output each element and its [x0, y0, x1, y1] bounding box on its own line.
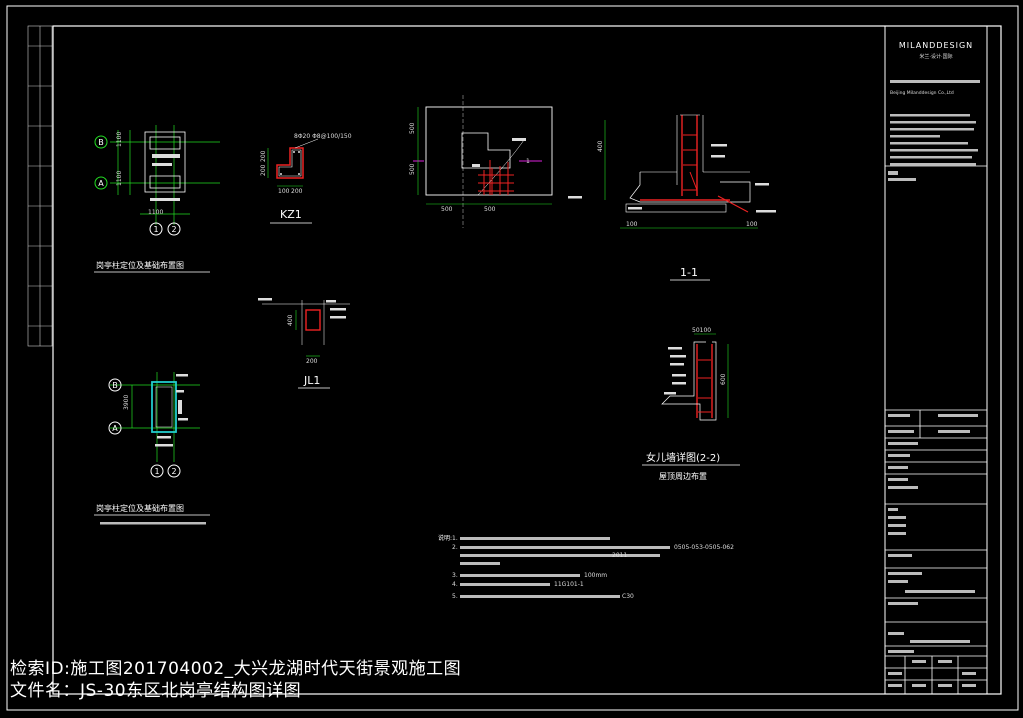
- plan-b-caption: 岗亭柱定位及基础布置图: [96, 503, 184, 513]
- kz1-drawing: 8Φ20 Φ8@100/150 200 200 100 200 KZ1: [260, 133, 352, 224]
- kz1-note: 8Φ20 Φ8@100/150: [294, 133, 352, 140]
- parapet-drawing: 50100 600 女儿墙详图(2-2) 屋顶周边布置: [642, 327, 740, 481]
- section-1-1-drawing: 400 100 100 1-1: [568, 114, 776, 281]
- kz1-dim-h1: 100: [278, 188, 290, 195]
- overlay-search-id: 检索ID:施工图201704002_大兴龙湖时代天街景观施工图: [10, 659, 462, 679]
- svg-text:1: 1: [153, 225, 158, 234]
- note-fragment-concrete: C30: [622, 593, 634, 600]
- note-fragment-code: 0505-053-0505-062: [674, 544, 734, 551]
- general-notes: 说明: 1. 2. 3. 4. 5. 0505-053-0505-062 201…: [438, 534, 734, 600]
- title-block-fields: [888, 171, 978, 687]
- kz1-dim-h2: 200: [291, 188, 303, 195]
- notes-heading: 说明:: [438, 534, 452, 542]
- note-fragment-thickness: 100mm: [584, 572, 607, 579]
- firm-address-lines: [890, 80, 980, 166]
- note-fragment-year: 2011: [612, 552, 627, 559]
- firm-logo: MILANDDESIGN: [899, 41, 973, 50]
- note-line-4: 4.: [452, 581, 458, 588]
- kz1-caption: KZ1: [280, 208, 302, 221]
- svg-text:1100: 1100: [148, 209, 163, 216]
- plan-a-axis-2: 2: [167, 222, 181, 236]
- foundation-rebar-grid: [478, 162, 514, 195]
- plan-a-dim-texts: 1100 1100 1100: [116, 132, 163, 216]
- parapet-dim-top: 50100: [692, 327, 711, 334]
- title-block: MILANDDESIGN 米兰·设计·国际 Beijing Milanddesi…: [884, 25, 988, 695]
- svg-text:1100: 1100: [116, 132, 123, 147]
- parapet-caption: 女儿墙详图(2-2): [646, 451, 720, 464]
- plan-a-drawing: 1100 1100 1100 B A 1 2 岗亭柱定位及基础布置图: [94, 125, 220, 273]
- jl1-dim-h: 200: [306, 358, 318, 365]
- kz1-dim-v2: 200: [260, 164, 267, 176]
- note-line-5: 5.: [452, 593, 458, 600]
- svg-text:3900: 3900: [123, 395, 130, 410]
- svg-text:B: B: [112, 381, 118, 390]
- firm-name-en: Beijing Milanddesign Co.,Ltd: [890, 90, 954, 96]
- jl1-caption: JL1: [303, 374, 320, 387]
- note-line-2: 2.: [452, 544, 458, 551]
- svg-text:2: 2: [171, 225, 176, 234]
- note-fragment-atlas: 11G101-1: [554, 581, 584, 588]
- plan-a-caption: 岗亭柱定位及基础布置图: [96, 260, 184, 270]
- overlay-file-name: 文件名：JS-30东区北岗亭结构图详图: [10, 681, 302, 701]
- section-1-1-dim-h1: 100: [626, 221, 638, 228]
- outer-frame: [6, 5, 1019, 711]
- plan-b-axis-b: B: [108, 378, 122, 392]
- jl1-drawing: 400 200 JL1: [258, 298, 350, 389]
- note-line-3: 3.: [452, 572, 458, 579]
- section-1-1-caption: 1-1: [680, 266, 698, 279]
- plan-a-axis-a: A: [94, 176, 108, 190]
- plan-b-drawing: 3900 B A 1 2 岗亭柱定位及基础布置图: [94, 372, 210, 525]
- plan-b-axis-1: 1: [150, 464, 164, 478]
- svg-text:A: A: [112, 424, 118, 433]
- inner-frame: [52, 25, 1002, 695]
- foundation-dim-h1: 500: [441, 206, 453, 213]
- foundation-section-drawing: 1 500 500 500 500: [409, 95, 553, 228]
- svg-text:1100: 1100: [116, 171, 123, 186]
- section-1-1-dim-h2: 100: [746, 221, 758, 228]
- kz1-dim-v1: 200: [260, 150, 267, 162]
- parapet-dim-v: 600: [720, 373, 727, 385]
- foundation-section-mark: 1: [526, 158, 530, 165]
- plan-b-axis-a: A: [108, 421, 122, 435]
- section-1-1-dim-v: 400: [597, 140, 604, 152]
- foundation-dim-h2: 500: [484, 206, 496, 213]
- svg-text:A: A: [98, 179, 104, 188]
- plan-a-axis-b: B: [94, 135, 108, 149]
- svg-text:2: 2: [171, 467, 176, 476]
- foundation-dim-v2: 500: [409, 163, 416, 175]
- svg-text:1: 1: [154, 467, 159, 476]
- firm-tagline: 米兰·设计·国际: [919, 53, 952, 60]
- jl1-dim-v: 400: [287, 314, 294, 326]
- foundation-dim-v1: 500: [409, 122, 416, 134]
- note-line-1: 1.: [452, 535, 458, 542]
- plan-b-axis-2: 2: [167, 464, 181, 478]
- left-revision-strip: [27, 25, 53, 347]
- parapet-sub-caption: 屋顶周边布置: [659, 471, 707, 481]
- svg-text:B: B: [98, 138, 104, 147]
- plan-a-axis-1: 1: [149, 222, 163, 236]
